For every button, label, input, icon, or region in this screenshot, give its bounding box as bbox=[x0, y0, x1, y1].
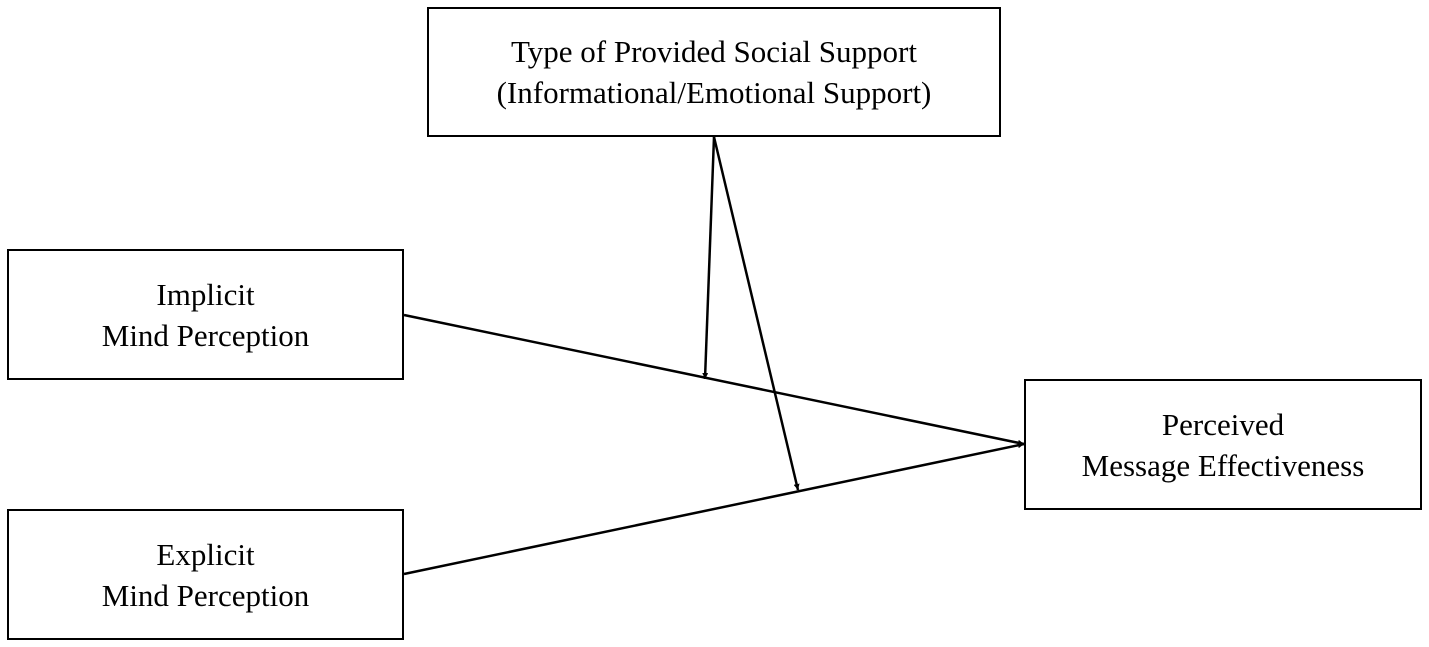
implicit-mind-perception-node: Implicit Mind Perception bbox=[7, 249, 404, 380]
explicit-to-outcome-arrow bbox=[403, 442, 1025, 576]
outcome-label-line2: Message Effectiveness bbox=[1081, 447, 1365, 483]
implicit-label-line2: Mind Perception bbox=[101, 317, 310, 353]
implicit-to-outcome-arrow bbox=[403, 313, 1025, 446]
explicit-mind-perception-node: Explicit Mind Perception bbox=[7, 509, 404, 640]
moderator-node-social-support-type: Type of Provided Social Support (Informa… bbox=[427, 7, 1001, 137]
moderator-label-line1: Type of Provided Social Support bbox=[511, 34, 917, 69]
explicit-label-line1: Explicit bbox=[156, 536, 255, 572]
moderator-to-explicit-path-arrow bbox=[712, 136, 800, 491]
moderator-label-line2: (Informational/Emotional Support) bbox=[496, 75, 932, 110]
implicit-label-line1: Implicit bbox=[156, 276, 255, 312]
perceived-message-effectiveness-node: Perceived Message Effectiveness bbox=[1024, 379, 1422, 510]
explicit-label-line2: Mind Perception bbox=[101, 577, 310, 613]
moderator-to-implicit-path-arrow bbox=[702, 136, 716, 380]
outcome-label-line1: Perceived bbox=[1161, 406, 1285, 442]
